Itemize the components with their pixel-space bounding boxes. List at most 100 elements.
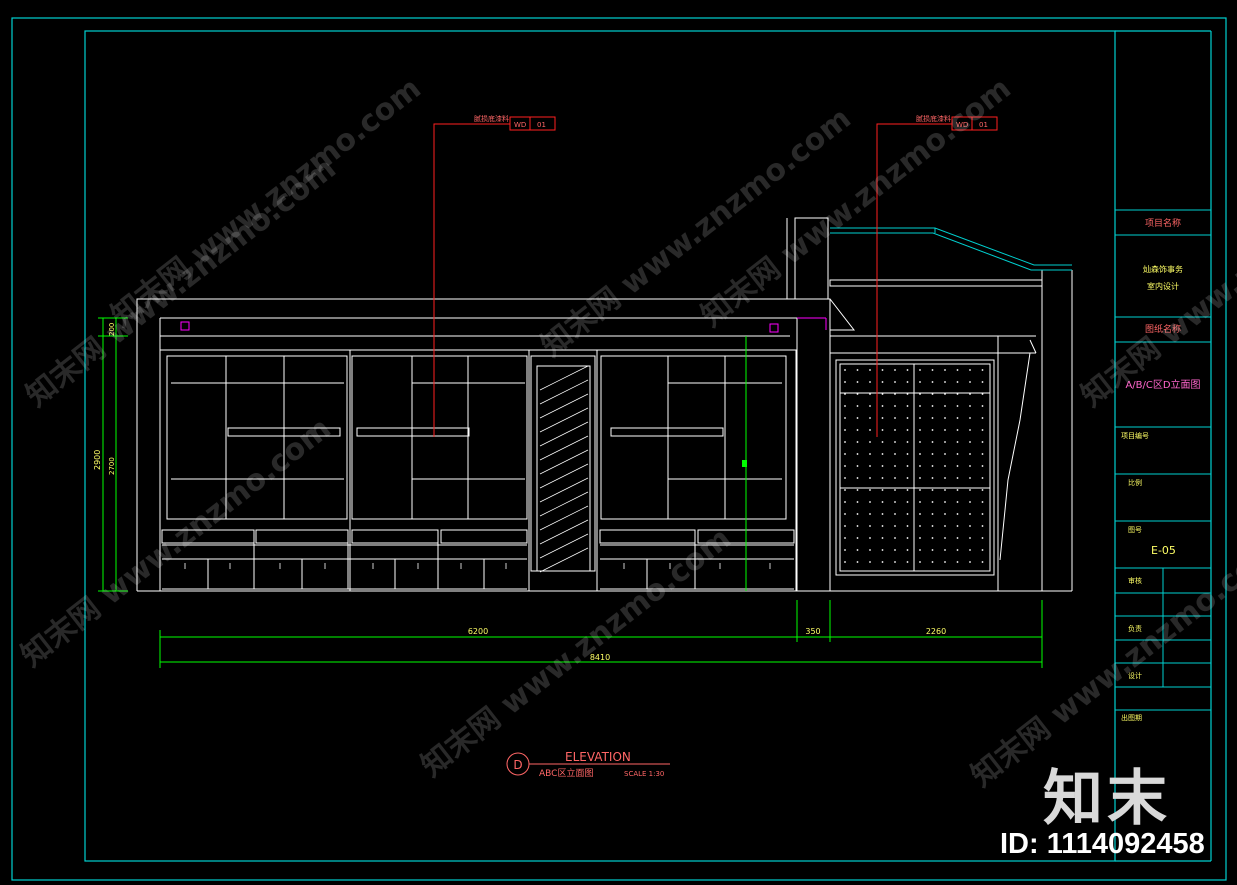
panel-dot <box>969 561 971 563</box>
panel-dot <box>981 549 984 551</box>
panel-dot <box>944 525 946 527</box>
panel-dot <box>894 525 896 527</box>
title-sub: ABC区立面图 <box>539 767 593 779</box>
hatch-line <box>539 365 589 391</box>
panel-dot <box>956 405 959 407</box>
panel-dot <box>881 513 884 515</box>
hatch-line <box>539 547 589 573</box>
panel-dot <box>919 477 921 479</box>
perforated-panel-dots <box>844 369 984 563</box>
panel-dot <box>956 561 959 563</box>
panel-dot <box>969 453 971 455</box>
panel-dot <box>981 381 984 383</box>
panel-dot <box>869 477 871 479</box>
panel-dot <box>894 549 896 551</box>
project-no-label: 项目编号 <box>1121 431 1149 440</box>
panel-dot <box>981 441 984 443</box>
panel-dot <box>981 501 984 503</box>
panel-dot <box>856 405 859 407</box>
panel-dot <box>956 441 959 443</box>
panel-dot <box>894 477 896 479</box>
panel-dot <box>931 477 934 479</box>
panel-dot <box>969 405 971 407</box>
panel-dot <box>906 525 909 527</box>
dim-h-total: 8410 <box>590 653 610 662</box>
hatch-line <box>539 407 589 433</box>
panel-dot <box>881 477 884 479</box>
hatch-line <box>539 491 589 517</box>
title-symbol: D <box>513 758 522 772</box>
panel-dot <box>906 537 909 539</box>
section-markers <box>180 317 827 333</box>
panel-dot <box>869 525 871 527</box>
panel-dot <box>981 561 984 563</box>
panel-dot <box>894 441 896 443</box>
panel-dot <box>919 405 921 407</box>
callout-left: 腻损底漆料 WD 01 <box>433 114 556 437</box>
panel-dot <box>969 369 971 371</box>
callout-left-num: 01 <box>537 121 546 129</box>
responsible-label: 负责 <box>1128 624 1142 633</box>
project-name-line1: 灿森饰事务 <box>1143 264 1183 274</box>
panel-dot <box>906 501 909 503</box>
panel-dot <box>844 537 846 539</box>
panel-dot <box>844 369 846 371</box>
panel-dot <box>881 441 884 443</box>
panel-dot <box>906 405 909 407</box>
panel-dot <box>856 453 859 455</box>
dim-h-right: 2260 <box>926 627 946 636</box>
panel-dot <box>906 453 909 455</box>
panel-dot <box>944 369 946 371</box>
panel-dot <box>844 549 846 551</box>
drawing-name-label: 图纸名称 <box>1145 323 1181 335</box>
callout-left-label: 腻损底漆料 <box>474 114 509 123</box>
panel-dot <box>944 513 946 515</box>
panel-dot <box>856 549 859 551</box>
panel-dot <box>944 549 946 551</box>
dimension-marker <box>742 460 747 467</box>
panel-dot <box>881 549 884 551</box>
panel-dot <box>956 477 959 479</box>
panel-dot <box>981 537 984 539</box>
panel-dot <box>956 417 959 419</box>
panel-dot <box>856 369 859 371</box>
panel-dot <box>931 405 934 407</box>
panel-dot <box>869 417 871 419</box>
title-scale: SCALE 1:30 <box>624 770 664 778</box>
panel-dot <box>944 381 946 383</box>
panel-dot <box>906 489 909 491</box>
hatch-line <box>539 519 589 545</box>
dimension-labels: 2900 200 2700 6200 350 2260 8410 <box>93 323 946 662</box>
panel-dot <box>906 417 909 419</box>
panel-dot <box>881 417 884 419</box>
panel-dot <box>844 417 846 419</box>
panel-dot <box>956 369 959 371</box>
panel-dot <box>894 513 896 515</box>
panel-dot <box>969 465 971 467</box>
panel-dot <box>919 417 921 419</box>
panel-dot <box>869 537 871 539</box>
panel-dot <box>894 561 896 563</box>
panel-dot <box>969 429 971 431</box>
panel-dot <box>919 561 921 563</box>
drawing-no-label: 图号 <box>1128 526 1142 534</box>
panel-dot <box>881 381 884 383</box>
panel-dot <box>931 465 934 467</box>
project-name-label: 项目名称 <box>1145 217 1181 229</box>
panel-dot <box>869 405 871 407</box>
panel-dot <box>844 393 846 395</box>
panel-dot <box>931 441 934 443</box>
drawer-handles <box>184 563 771 569</box>
panel-dot <box>869 561 871 563</box>
panel-dot <box>944 465 946 467</box>
panel-dot <box>919 393 921 395</box>
panel-dot <box>919 501 921 503</box>
panel-dot <box>894 381 896 383</box>
panel-dot <box>869 441 871 443</box>
panel-dot <box>931 393 934 395</box>
callout-right-num: 01 <box>979 121 988 129</box>
panel-dot <box>894 465 896 467</box>
panel-dot <box>919 369 921 371</box>
panel-dot <box>981 513 984 515</box>
panel-dot <box>844 405 846 407</box>
